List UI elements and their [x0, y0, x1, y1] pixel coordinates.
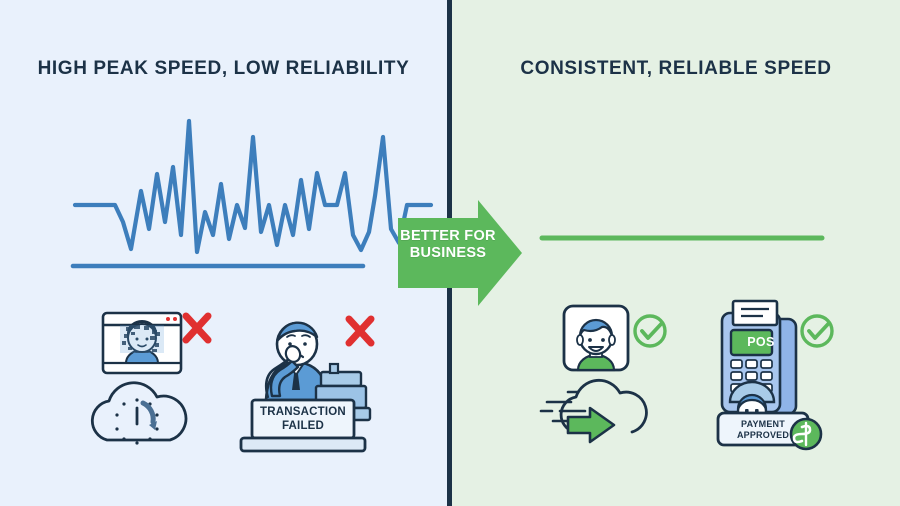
register-line2: FAILED [281, 419, 325, 432]
arrow-label: BETTER FOR BUSINESS [398, 228, 498, 262]
video-call-clear-icon [562, 304, 630, 372]
video-call-fail-x-icon [182, 312, 212, 344]
register-line1: TRANSACTION [260, 406, 346, 418]
cloud-slow-loading-icon [90, 381, 188, 445]
transaction-fail-x-icon [345, 315, 375, 347]
register-display-text: TRANSACTION FAILED [258, 406, 348, 433]
left-panel [0, 0, 451, 506]
better-for-business-arrow [398, 200, 522, 306]
right-panel-title: CONSISTENT, RELIABLE SPEED [520, 58, 832, 79]
erratic-speed-waveform [70, 118, 434, 269]
video-call-frozen-icon [101, 311, 183, 375]
pos-ok-check-icon [800, 314, 834, 348]
arrow-label-line1: BETTER FOR [400, 228, 496, 244]
left-panel-title: HIGH PEAK SPEED, LOW RELIABILITY [37, 58, 410, 79]
payment-line1: PAYMENT [741, 419, 785, 429]
cloud-fast-arrow-icon [539, 379, 648, 444]
right-panel [451, 0, 900, 506]
payment-approved-sign-icon [716, 380, 823, 451]
payment-line2: APPROVED [736, 430, 790, 440]
arrow-label-line2: BUSINESS [409, 245, 487, 261]
pos-screen-text: POS [747, 335, 775, 349]
video-call-ok-check-icon [633, 314, 667, 348]
worried-businessman-register-icon [239, 321, 372, 453]
payment-approved-text: PAYMENT APPROVED [724, 419, 802, 441]
